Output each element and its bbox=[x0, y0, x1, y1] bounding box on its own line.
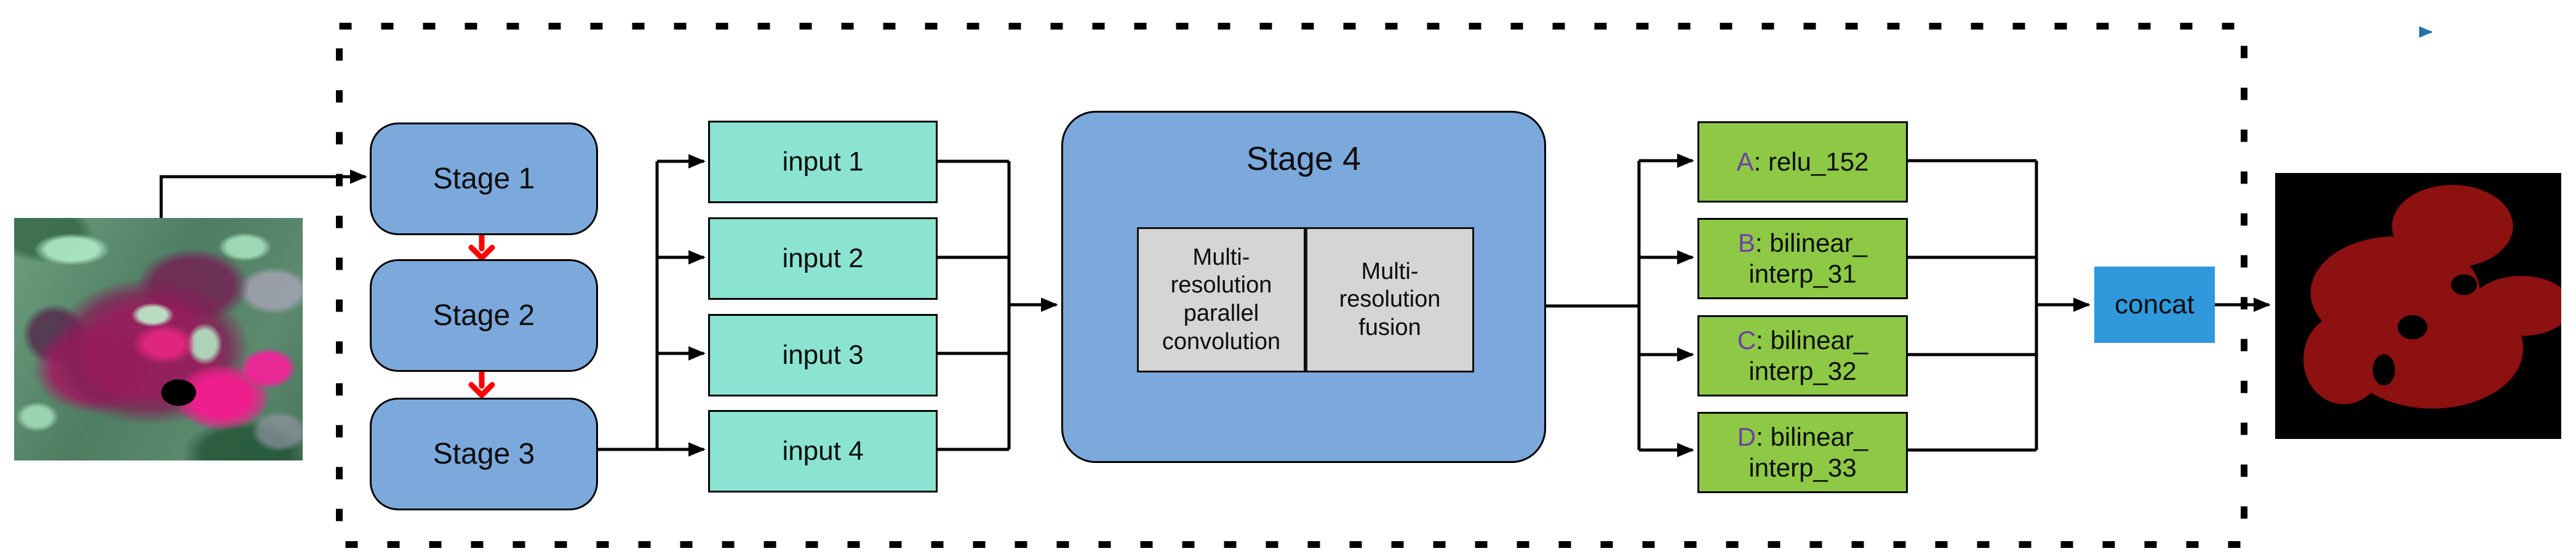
block-text-line: Multi- bbox=[1192, 244, 1250, 270]
output-c-letter: C bbox=[1737, 326, 1757, 355]
input-4-label: input 4 bbox=[782, 436, 864, 466]
output-b-layer-name: bilinear_ bbox=[1769, 228, 1868, 258]
multi-resolution-fusion-block: Multi- resolution fusion bbox=[1306, 227, 1474, 372]
output-b-label-line2: interp_31 bbox=[1749, 259, 1857, 288]
image-to-stage1-arrow bbox=[159, 169, 367, 218]
output-c-box: C: bilinear_ interp_32 bbox=[1697, 315, 1908, 396]
output-d-box: D: bilinear_ interp_33 bbox=[1697, 412, 1908, 493]
block-text-line: convolution bbox=[1162, 328, 1281, 355]
concat-box: concat bbox=[2094, 267, 2215, 343]
output-a-letter: A bbox=[1736, 147, 1754, 177]
output-b-label: B: bilinear_ bbox=[1738, 228, 1867, 259]
output-d-letter: D bbox=[1737, 422, 1757, 452]
inputs-to-stage4-wires bbox=[934, 159, 1058, 451]
separator: : bbox=[1756, 422, 1771, 452]
input-2-label: input 2 bbox=[782, 243, 864, 273]
stage4-to-outputs-wires bbox=[1542, 153, 1694, 457]
stage-1-label: Stage 1 bbox=[433, 163, 535, 195]
input-4-box: input 4 bbox=[708, 410, 938, 493]
block-text-line: Multi- bbox=[1361, 258, 1419, 284]
output-c-label: C: bilinear_ bbox=[1737, 325, 1868, 356]
concat-label: concat bbox=[2115, 289, 2195, 320]
multi-resolution-parallel-convolution-block: Multi- resolution parallel convolution bbox=[1137, 227, 1306, 372]
stage-4-title: Stage 4 bbox=[1246, 140, 1362, 177]
block-text-line: resolution bbox=[1339, 286, 1441, 313]
stage2-stage3-red-down-arrow-icon bbox=[468, 369, 495, 398]
stage-3-box: Stage 3 bbox=[370, 398, 598, 510]
input-1-label: input 1 bbox=[782, 147, 864, 177]
output-a-layer-name: relu_152 bbox=[1768, 147, 1869, 177]
output-a-label: A: relu_152 bbox=[1737, 147, 1869, 177]
output-a-box: A: relu_152 bbox=[1697, 121, 1908, 203]
block-text-line: resolution bbox=[1170, 272, 1272, 299]
separator: : bbox=[1756, 326, 1771, 355]
input-2-box: input 2 bbox=[708, 217, 938, 300]
stage3-to-inputs-wires bbox=[594, 154, 706, 457]
input-3-label: input 3 bbox=[782, 340, 864, 370]
input-3-box: input 3 bbox=[708, 314, 938, 396]
output-mask-image bbox=[2275, 173, 2561, 439]
output-c-label-line2: interp_32 bbox=[1749, 356, 1857, 385]
stage-1-box: Stage 1 bbox=[370, 123, 598, 235]
output-d-label-line2: interp_33 bbox=[1749, 453, 1857, 482]
separator: : bbox=[1753, 147, 1768, 177]
block-text-line: parallel bbox=[1183, 300, 1259, 326]
output-c-layer-name: bilinear_ bbox=[1770, 326, 1868, 355]
stage-2-label: Stage 2 bbox=[433, 299, 535, 332]
output-d-layer-name: bilinear_ bbox=[1770, 422, 1868, 452]
stage1-stage2-red-down-arrow-icon bbox=[468, 232, 495, 261]
outputs-to-concat-wires bbox=[1904, 159, 2091, 452]
stage-3-label: Stage 3 bbox=[433, 438, 535, 470]
input-1-box: input 1 bbox=[708, 121, 938, 203]
stage-4-box: Stage 4 Multi- resolution parallel convo… bbox=[1061, 111, 1546, 463]
input-satellite-image bbox=[14, 218, 303, 460]
separator: : bbox=[1755, 228, 1770, 258]
output-b-letter: B bbox=[1737, 228, 1755, 258]
stage-2-box: Stage 2 bbox=[370, 259, 598, 372]
output-d-label: D: bilinear_ bbox=[1737, 422, 1868, 452]
output-b-box: B: bilinear_ interp_31 bbox=[1697, 218, 1908, 299]
block-text-line: fusion bbox=[1358, 314, 1421, 340]
